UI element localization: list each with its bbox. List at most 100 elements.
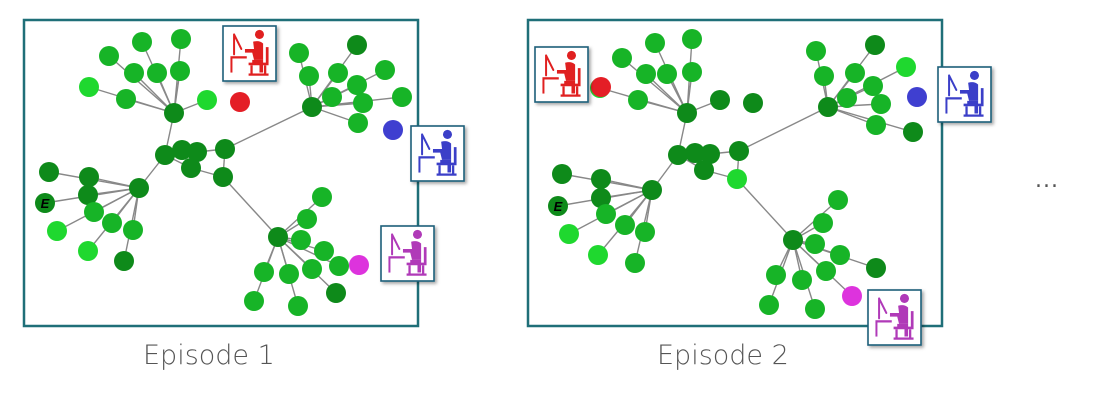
graph-node	[279, 264, 299, 284]
graph-node	[668, 145, 688, 165]
graph-node	[392, 87, 412, 107]
graph-node	[727, 169, 747, 189]
graph-node	[99, 46, 119, 66]
graph-node	[322, 87, 342, 107]
graph-node	[866, 115, 886, 135]
graph-node	[213, 167, 233, 187]
graph-node	[871, 94, 891, 114]
graph-node	[896, 57, 916, 77]
graph-node	[291, 230, 311, 250]
graph-node	[329, 256, 349, 276]
graph-node	[635, 222, 655, 242]
graph-node	[685, 143, 705, 163]
graph-node	[244, 291, 264, 311]
graph-node	[312, 187, 332, 207]
graph-node	[805, 234, 825, 254]
graph-node	[155, 145, 175, 165]
graph-node	[299, 66, 319, 86]
graph-node	[79, 77, 99, 97]
graph-node	[612, 48, 632, 68]
agent-node	[383, 120, 403, 140]
agent-node	[591, 77, 611, 97]
graph-node	[102, 213, 122, 233]
graph-node	[328, 63, 348, 83]
graph-node	[79, 167, 99, 187]
graph-edge	[738, 106, 829, 152]
graph-node	[863, 76, 883, 96]
graph-node	[47, 221, 67, 241]
graph-node	[865, 35, 885, 55]
graph-node	[170, 61, 190, 81]
graph-node	[766, 265, 786, 285]
graph-node	[172, 140, 192, 160]
worker-icon-box	[380, 225, 435, 282]
agent-node	[349, 255, 369, 275]
graph-node	[39, 162, 59, 182]
graph-node	[347, 75, 367, 95]
graph-node	[548, 196, 568, 216]
graph-node	[114, 251, 134, 271]
graph-node	[783, 230, 803, 250]
graph-node	[591, 169, 611, 189]
episode-2-panel: E	[526, 18, 992, 346]
agent-node	[907, 87, 927, 107]
graph-node	[792, 270, 812, 290]
graph-node	[353, 93, 373, 113]
graph-node	[588, 245, 608, 265]
graph-node	[700, 144, 720, 164]
graph-node	[348, 113, 368, 133]
graph-node	[268, 227, 288, 247]
graph-node	[628, 90, 648, 110]
graph-node	[116, 89, 136, 109]
graph-node	[625, 253, 645, 273]
graph-node	[181, 158, 201, 178]
graph-node	[657, 64, 677, 84]
graph-node	[84, 202, 104, 222]
graph-node	[615, 215, 635, 235]
episode-1-panel: E	[22, 18, 465, 328]
more-episodes-ellipsis: ...	[1035, 168, 1059, 193]
graph-node	[805, 299, 825, 319]
graph-node	[710, 90, 730, 110]
episode-2-caption: Episode 2	[657, 340, 789, 371]
graph-node	[694, 160, 714, 180]
graph-node	[682, 29, 702, 49]
agent-node	[842, 286, 862, 306]
graph-node	[78, 241, 98, 261]
graph-edge	[736, 178, 794, 241]
graph-node	[254, 262, 274, 282]
graph-node	[123, 220, 143, 240]
graph-node	[147, 63, 167, 83]
worker-icon-box	[222, 25, 277, 82]
graph-node	[187, 142, 207, 162]
graph-node	[347, 35, 367, 55]
graph-node	[552, 164, 572, 184]
graph-edge	[224, 106, 313, 150]
agent-node	[230, 92, 250, 112]
graph-node	[677, 103, 697, 123]
worker-icon-box	[867, 289, 922, 346]
graph-node	[297, 209, 317, 229]
graph-edge	[108, 55, 175, 114]
graph-node	[636, 64, 656, 84]
graph-node	[814, 66, 834, 86]
graph-edge	[621, 57, 688, 114]
episode-1-caption: Episode 1	[143, 340, 275, 371]
graph-node	[375, 60, 395, 80]
graph-node	[759, 295, 779, 315]
graph-node	[743, 93, 763, 113]
graph-node	[866, 258, 886, 278]
graph-edge	[222, 176, 279, 238]
graph-node	[78, 185, 98, 205]
graph-node	[591, 188, 611, 208]
graph-node	[682, 62, 702, 82]
environment-marker: E	[554, 199, 563, 214]
worker-icon-box	[937, 66, 992, 123]
graph-node	[132, 32, 152, 52]
graph-node	[559, 224, 579, 244]
graph-node	[326, 283, 346, 303]
graph-node	[171, 29, 191, 49]
graph-node	[35, 193, 55, 213]
graph-node	[302, 259, 322, 279]
